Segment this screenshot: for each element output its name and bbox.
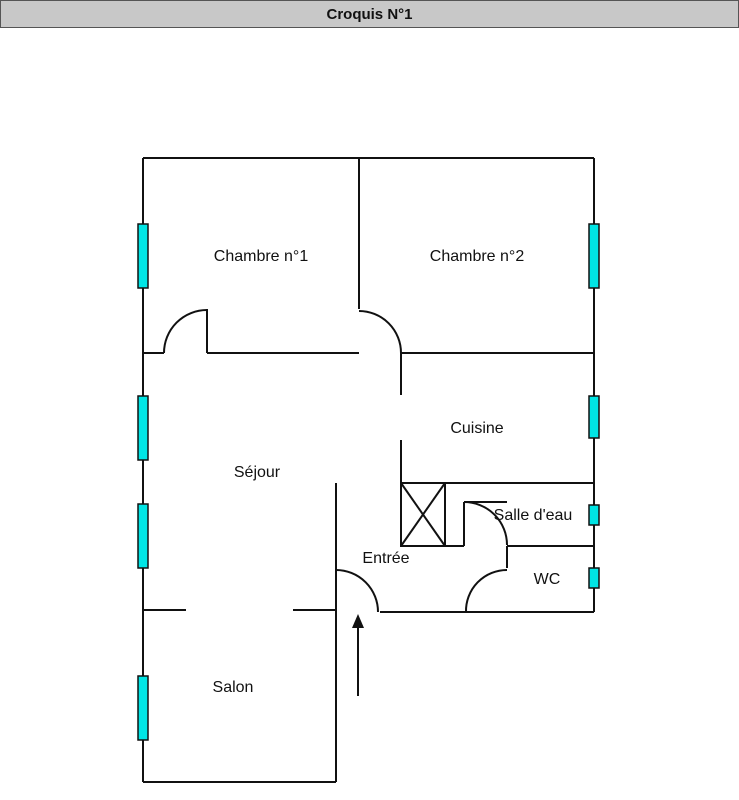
closet [400,482,446,547]
sketch-title: Croquis N°1 [326,5,413,23]
closet-cross-b [400,482,446,547]
room-label-salon: Salon [213,679,254,696]
room-label-cuisine: Cuisine [450,420,503,437]
window-salon [137,675,149,741]
room-label-entree: Entrée [362,550,409,567]
sketch-header: Croquis N°1 [0,0,739,28]
room-label-salle-eau: Salle d'eau [494,507,573,524]
entrance-arrow-icon [352,614,364,696]
room-label-wc: WC [534,571,561,588]
window-cuisine [588,395,600,439]
room-label-chambre2: Chambre n°2 [430,248,525,265]
window-chambre2 [588,223,600,289]
window-sejour-b [137,503,149,569]
door-ch2-swing [358,310,402,354]
window-salle-eau [588,504,600,526]
door-wc-swing [464,569,508,613]
windows [137,223,600,741]
window-sejour-a [137,395,149,461]
room-label-chambre1: Chambre n°1 [214,248,309,265]
door-bath-swing [463,501,508,546]
room-label-sejour: Séjour [234,464,281,481]
window-chambre1 [137,223,149,289]
window-wc [588,567,600,589]
walls [142,157,595,783]
door-entree-swing [335,569,379,613]
door-ch1-swing [163,309,208,354]
